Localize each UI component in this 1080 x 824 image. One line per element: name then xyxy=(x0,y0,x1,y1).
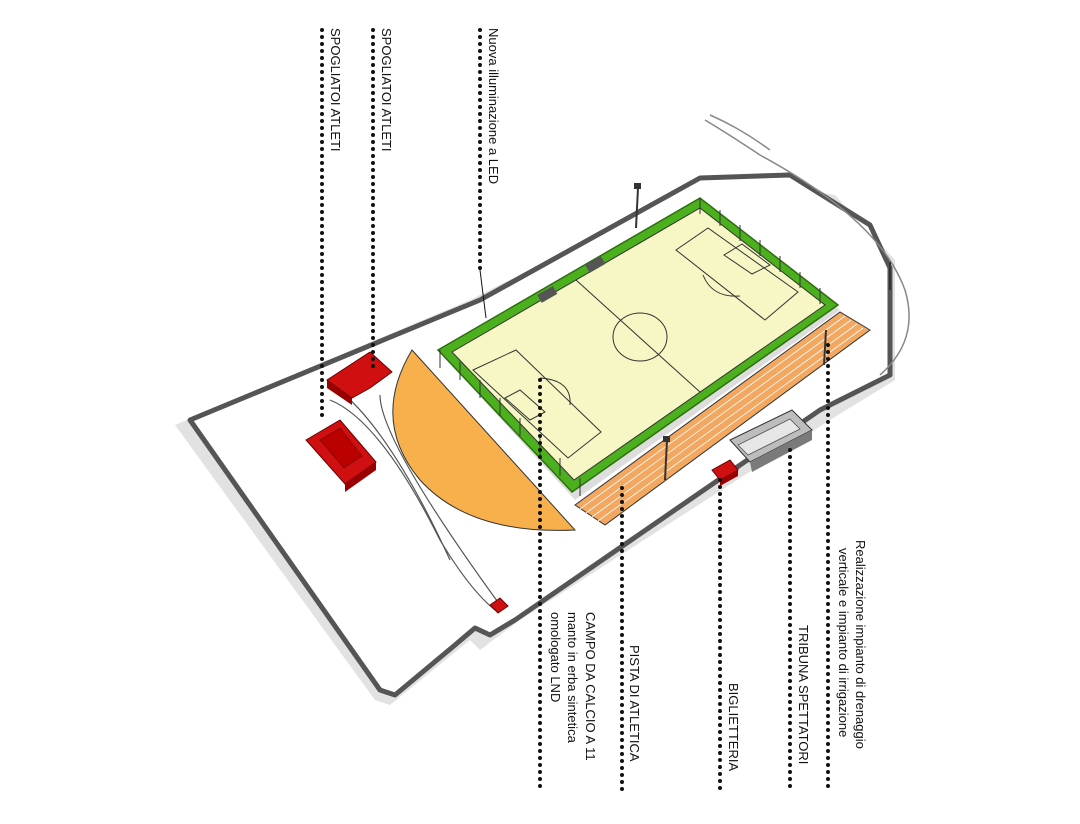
leader-lines xyxy=(320,28,830,792)
label-campo-line1: CAMPO DA CALCIO A 11 xyxy=(583,612,598,761)
label-tribuna: TRIBUNA SPETTATORI xyxy=(796,625,811,765)
label-pista: PISTA DI ATLETICA xyxy=(627,645,642,762)
inner-path xyxy=(329,399,496,611)
tribune-stand xyxy=(729,409,813,472)
label-drenaggio-line1: Realizzazione impianto di drenaggio xyxy=(853,540,868,749)
changing-rooms-2 xyxy=(305,419,377,492)
outer-ring-road xyxy=(704,119,910,376)
changing-rooms-1 xyxy=(326,351,393,405)
entrance-booth xyxy=(489,597,509,614)
label-biglietteria: BIGLIETTERIA xyxy=(726,683,741,772)
semicircle-apron xyxy=(392,349,577,531)
label-campo-line3: omologato LND xyxy=(548,612,563,703)
ticket-office xyxy=(711,459,739,486)
label-spogliatoi-2: SPOGLIATOI ATLETI xyxy=(379,28,394,152)
label-illuminazione: Nuova illuminazione a LED xyxy=(486,28,501,185)
athletics-track xyxy=(574,311,871,526)
label-spogliatoi-1: SPOGLIATOI ATLETI xyxy=(328,28,343,152)
label-campo-line2: manto in erba sintetica xyxy=(565,612,580,743)
label-drenaggio-line2: verticale e impianto di irrigazione xyxy=(836,548,851,738)
center-circle xyxy=(612,312,668,362)
floodlights xyxy=(635,187,891,481)
